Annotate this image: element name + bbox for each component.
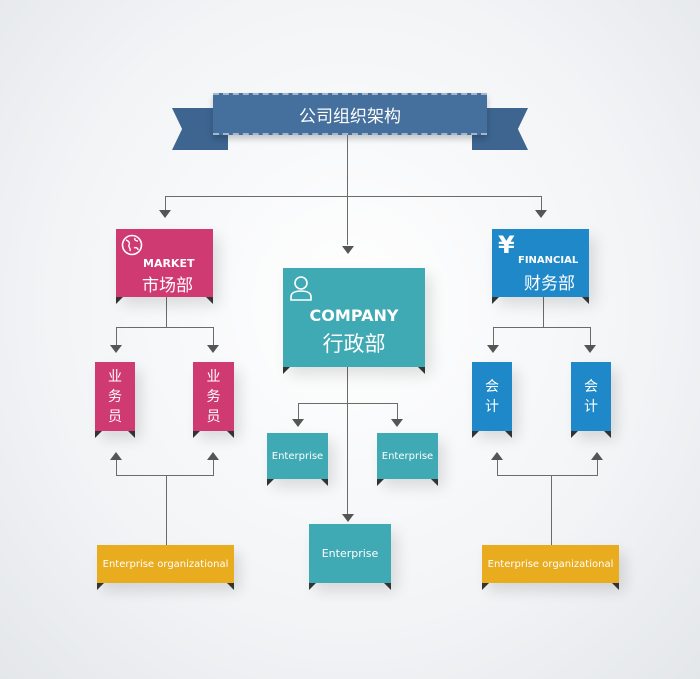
connector-line <box>497 460 498 475</box>
enterprise-box: Enterprise <box>267 433 328 486</box>
title-ribbon: 公司组织架构 <box>213 93 487 135</box>
market-staff-label: 业务员 <box>108 368 122 425</box>
arrow-down <box>391 419 403 427</box>
market-zh-label: 市场部 <box>142 276 193 296</box>
connector-line <box>551 475 552 545</box>
connector-line <box>597 460 598 475</box>
enterprise-box: Enterprise <box>309 524 391 590</box>
enterprise-organizational-box: Enterprise organizational <box>482 545 619 590</box>
arrow-down <box>342 514 354 522</box>
arrow-down <box>292 419 304 427</box>
connector-line <box>347 367 348 515</box>
connector-line <box>116 327 117 345</box>
market-department-box: MARKET 市场部 <box>116 229 213 304</box>
connector-line <box>165 196 166 210</box>
financial-zh-label: 财务部 <box>524 274 575 294</box>
arrow-down <box>487 345 499 353</box>
connector-line <box>213 460 214 475</box>
connector-line <box>116 475 214 476</box>
accountant-box: 会计 <box>571 362 611 438</box>
arrow-down <box>584 345 596 353</box>
enterprise-label: Enterprise <box>381 450 434 462</box>
connector-line <box>298 403 299 419</box>
arrow-down <box>159 210 171 218</box>
accountant-label: 会计 <box>584 378 598 415</box>
arrow-up <box>591 452 603 460</box>
arrow-up <box>110 452 122 460</box>
arrow-down <box>342 246 354 254</box>
enterprise-label: Enterprise <box>271 450 324 462</box>
market-staff-label: 业务员 <box>206 368 221 425</box>
connector-line <box>541 196 542 210</box>
yen-icon: ¥ <box>498 231 515 259</box>
arrow-up <box>207 452 219 460</box>
globe-icon <box>121 234 143 256</box>
connector-line <box>397 403 398 419</box>
market-en-label: MARKET <box>143 257 195 270</box>
company-zh-label: 行政部 <box>322 332 386 356</box>
financial-en-label: FINANCIAL <box>518 255 579 266</box>
connector-line <box>166 297 167 327</box>
accountant-box: 会计 <box>472 362 512 438</box>
connector-line <box>493 327 591 328</box>
connector-line <box>347 135 348 245</box>
accountant-label: 会计 <box>485 378 499 415</box>
enterprise-organizational-label: Enterprise organizational <box>102 558 229 570</box>
enterprise-label: Enterprise <box>321 547 379 560</box>
arrow-down <box>110 345 122 353</box>
company-department-box: COMPANY 行政部 <box>283 268 425 374</box>
enterprise-box: Enterprise <box>377 433 438 486</box>
connector-line <box>298 403 398 404</box>
chart-title: 公司组织架构 <box>299 106 401 127</box>
connector-line <box>493 327 494 345</box>
enterprise-organizational-box: Enterprise organizational <box>97 545 234 590</box>
connector-line <box>166 475 167 545</box>
arrow-down <box>207 345 219 353</box>
financial-department-box: ¥ FINANCIAL 财务部 <box>492 229 589 304</box>
enterprise-organizational-label: Enterprise organizational <box>487 558 614 570</box>
connector-line <box>497 475 598 476</box>
market-staff-box: 业务员 <box>95 362 135 438</box>
arrow-up <box>491 452 503 460</box>
connector-line <box>116 460 117 475</box>
connector-line <box>165 196 542 197</box>
company-en-label: COMPANY <box>309 306 399 325</box>
connector-line <box>590 327 591 345</box>
connector-line <box>543 297 544 327</box>
arrow-down <box>535 210 547 218</box>
user-icon <box>290 276 312 301</box>
connector-line <box>116 327 214 328</box>
connector-line <box>213 327 214 345</box>
market-staff-box: 业务员 <box>193 362 234 438</box>
